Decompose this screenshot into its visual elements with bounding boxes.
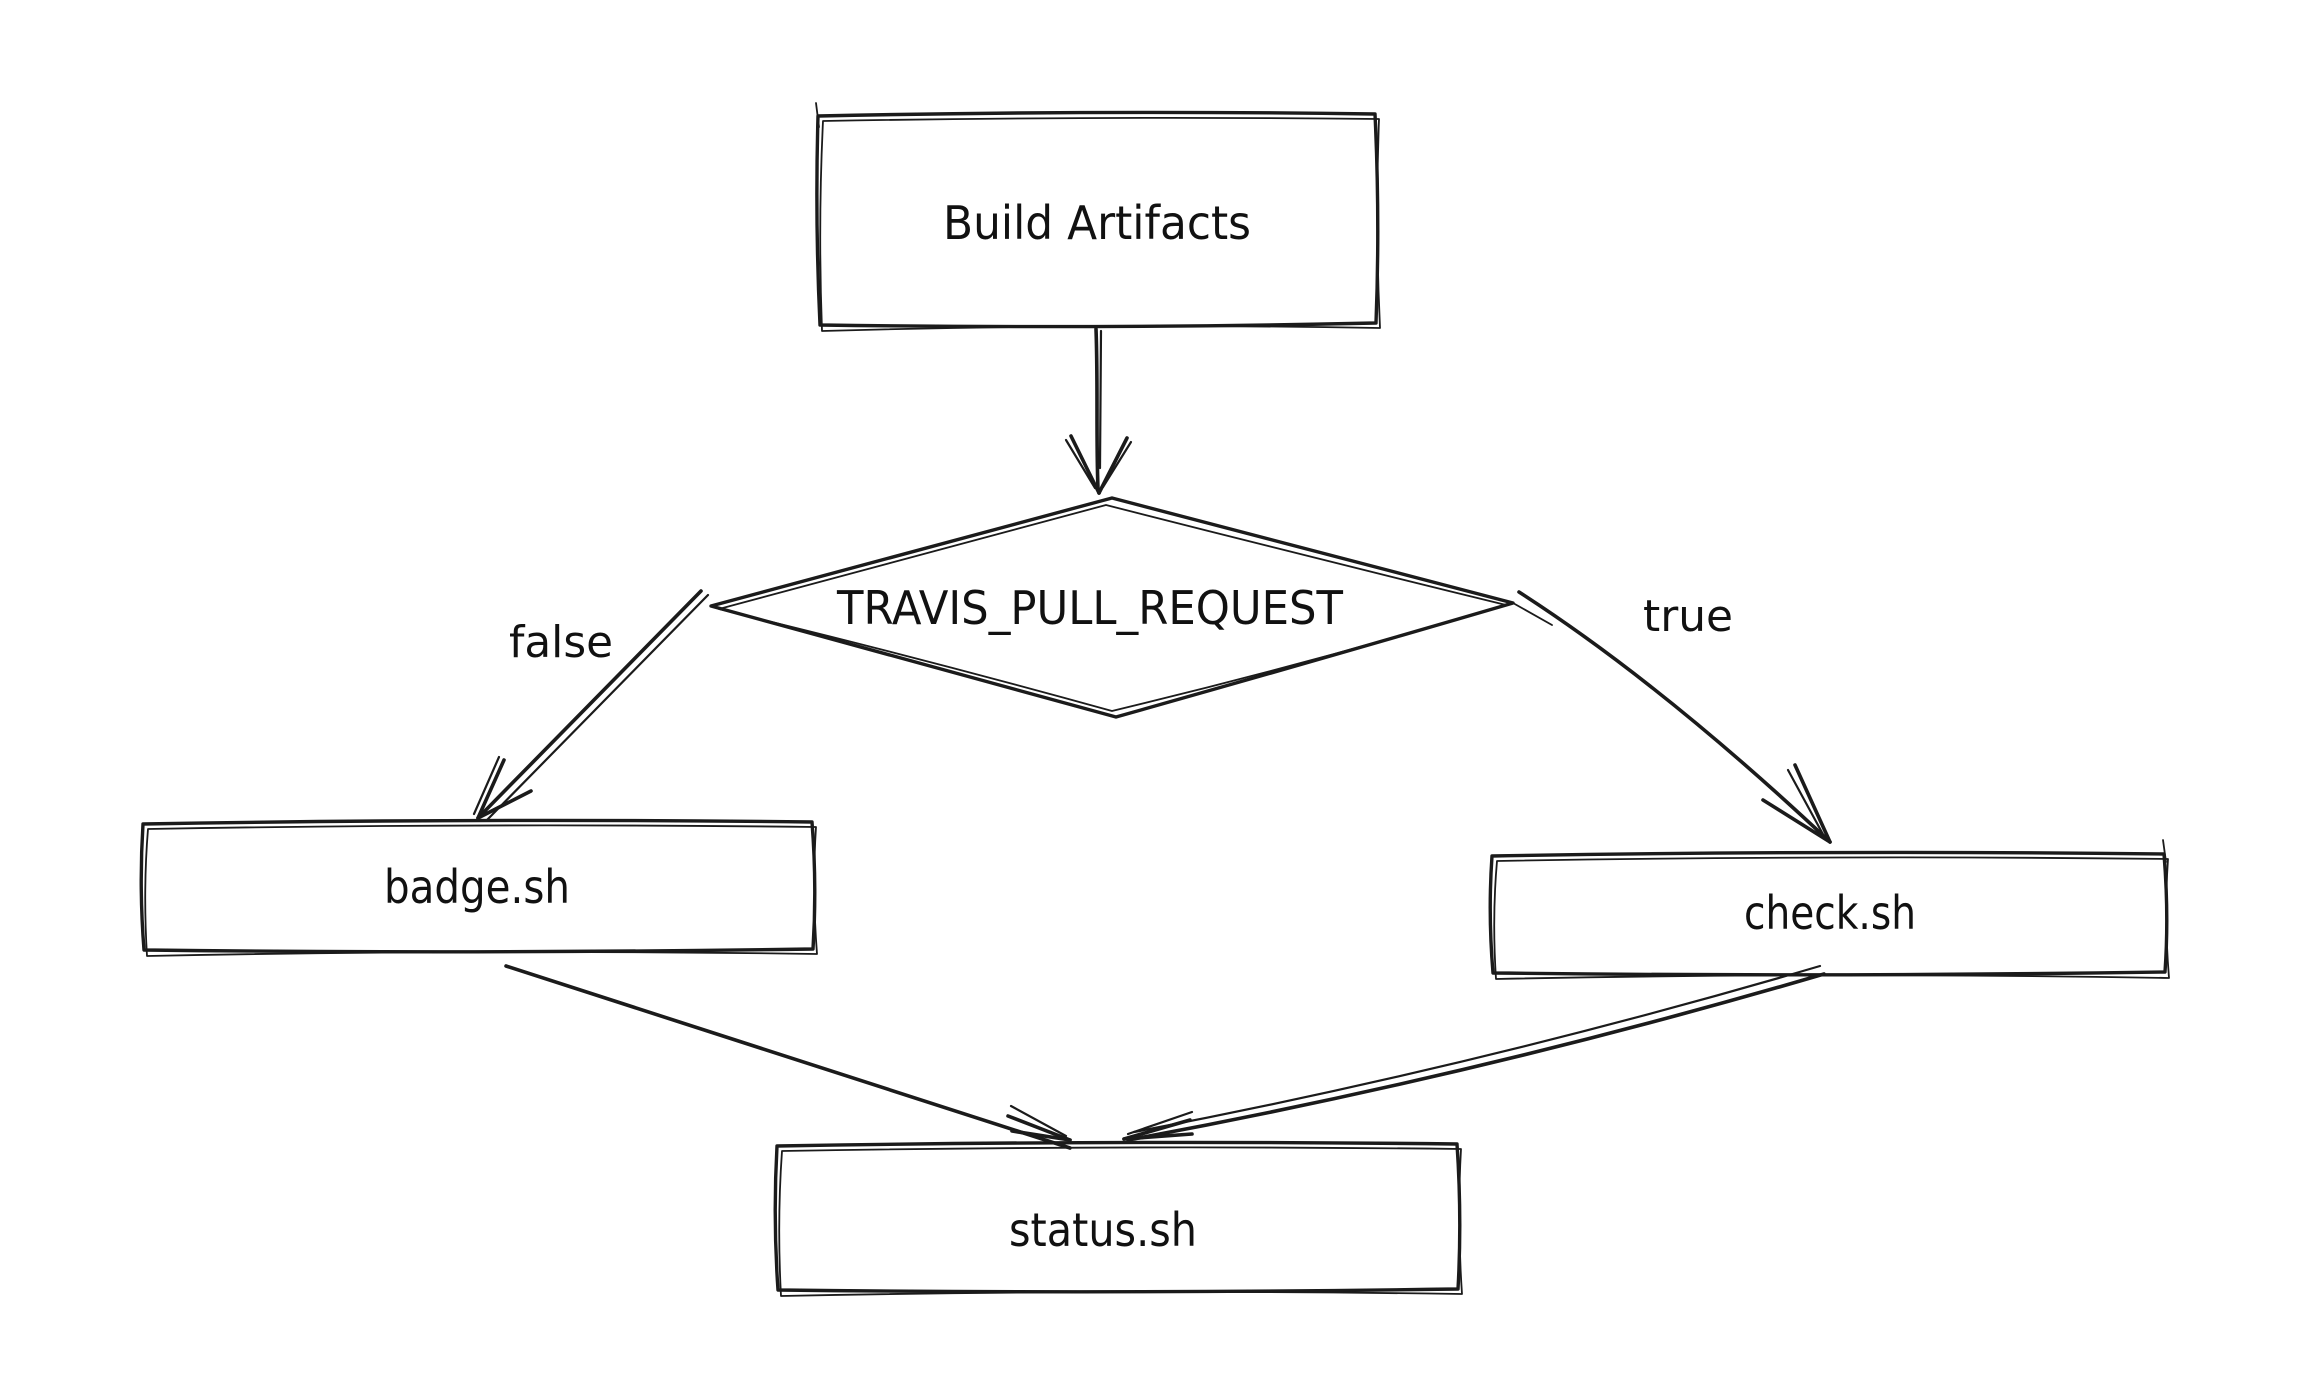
edge-check-to-status [1122, 964, 1826, 1142]
arrowhead [1122, 1118, 1192, 1141]
edge-build-to-decision [1064, 327, 1133, 495]
node-decision-label: TRAVIS_PULL_REQUEST [836, 581, 1344, 635]
edge-line [478, 589, 703, 818]
node-outline [139, 818, 817, 954]
node-decision: TRAVIS_PULL_REQUEST [709, 496, 1553, 719]
arrowhead [1793, 763, 1832, 844]
node-outline-sketch [144, 824, 818, 957]
edge-line [1126, 972, 1826, 1142]
edge-line-sketch [1098, 329, 1103, 470]
node-outline-sketch [1493, 856, 2170, 980]
arrowhead [1097, 436, 1129, 495]
arrowhead-sketch [472, 755, 501, 816]
node-outline [815, 110, 1380, 329]
edge-line [1517, 590, 1831, 843]
arrowhead [476, 758, 506, 820]
arrowhead-sketch [1786, 768, 1827, 840]
node-outline-sketch [718, 504, 1507, 712]
arrowhead-sketch [1101, 440, 1133, 489]
arrowhead-sketch [1064, 438, 1097, 490]
arrowhead-sketch [1126, 1110, 1194, 1136]
corner-overshoot [815, 102, 820, 128]
node-outline-sketch [819, 116, 1381, 332]
node-outline [1488, 850, 2169, 977]
arrowhead [1006, 1114, 1072, 1142]
edge-label-false: false [509, 617, 613, 668]
node-badge-label: badge.sh [384, 860, 570, 914]
edge-label-true: true [1643, 591, 1733, 642]
edge-line [1094, 327, 1100, 491]
edge-line [504, 964, 1072, 1150]
corner-overshoot [2162, 839, 2167, 863]
node-outline [773, 1140, 1462, 1294]
arrowhead [1122, 1132, 1194, 1141]
edge-line-sketch [1132, 964, 1822, 1134]
node-build-artifacts: Build Artifacts [815, 102, 1381, 332]
arrowhead [1761, 798, 1832, 844]
arrowhead-sketch [1009, 1104, 1068, 1138]
node-check: check.sh [1488, 839, 2170, 980]
edge-line-sketch [485, 593, 710, 822]
node-outline [709, 496, 1515, 719]
edge-badge-to-status [504, 964, 1072, 1150]
node-build-artifacts-label: Build Artifacts [943, 196, 1251, 250]
vertex-overshoot [1512, 602, 1553, 626]
edge-decision-to-check: true [1517, 590, 1832, 844]
node-status-label: status.sh [1009, 1203, 1197, 1257]
node-badge: badge.sh [139, 818, 818, 957]
arrowhead [1069, 434, 1101, 495]
arrowhead [1010, 1129, 1072, 1142]
edge-decision-to-badge: false [472, 589, 710, 822]
node-check-label: check.sh [1744, 886, 1916, 940]
arrowhead [476, 789, 533, 820]
node-outline-sketch [778, 1146, 1463, 1297]
node-status: status.sh [773, 1140, 1463, 1297]
